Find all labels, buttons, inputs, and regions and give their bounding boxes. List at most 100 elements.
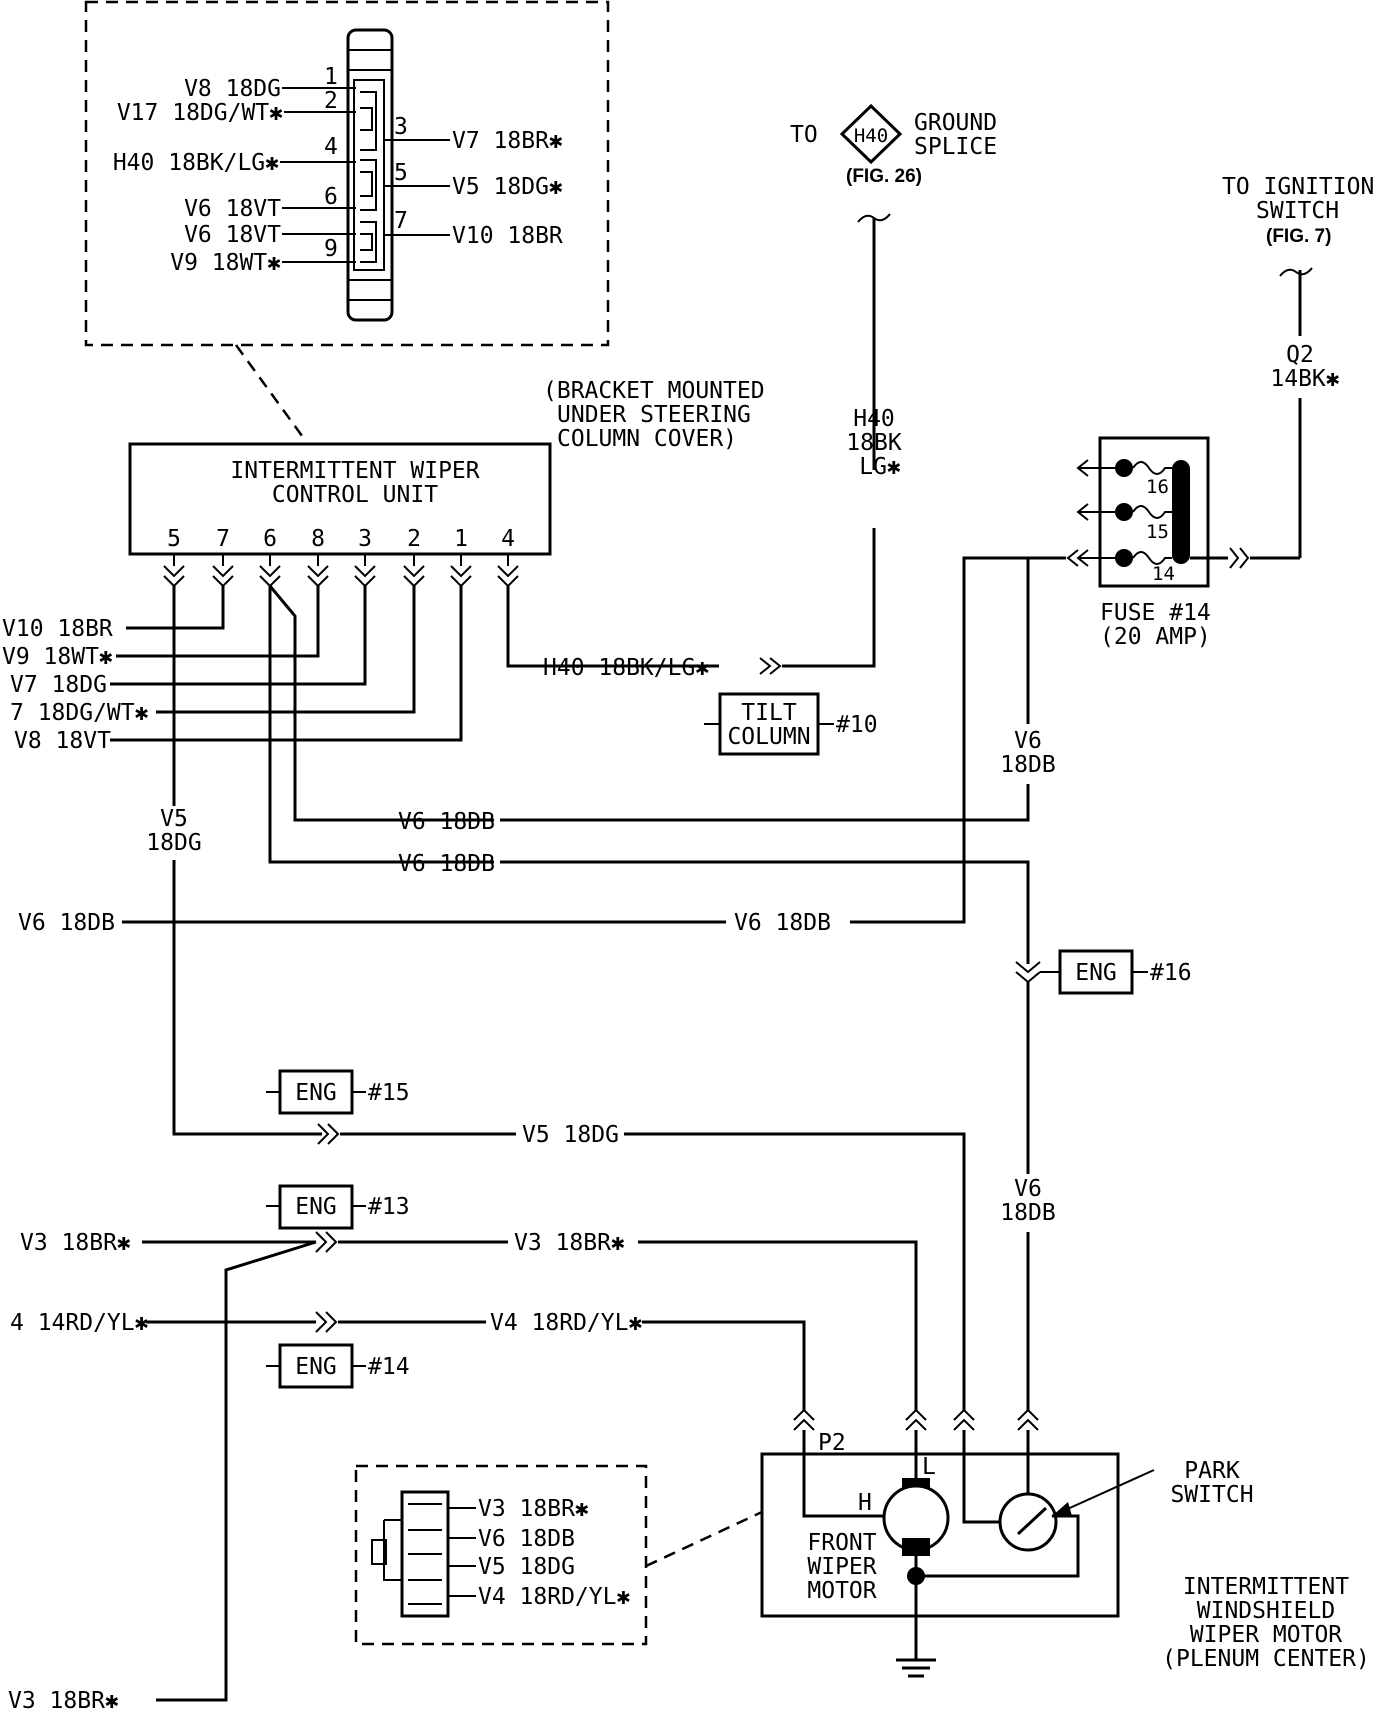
wire-h40-label-2: 18BK	[846, 430, 902, 456]
ground-splice-id: H40	[854, 125, 888, 147]
wire-v6-fuse-label-2: 18DB	[1000, 752, 1055, 778]
pin-label-5: V5 18DG✱	[452, 174, 563, 200]
wire-q2-label-2: 14BK✱	[1270, 366, 1339, 392]
cu-pin-3: 3	[358, 526, 372, 552]
motor-connector-leader	[645, 1510, 763, 1568]
pin-label-8: V6 18VT	[184, 222, 281, 248]
pin-label-7: V10 18BR	[452, 223, 563, 249]
eng16-ref: #16	[1150, 960, 1192, 986]
pin-label-4: H40 18BK/LG✱	[113, 150, 279, 176]
cu-pin-7: 7	[216, 526, 230, 552]
title-line-2: WINDSHIELD	[1197, 1598, 1335, 1624]
cu-pin-8: 8	[311, 526, 325, 552]
eng14-box	[278, 1343, 354, 1389]
motor-pin-v4: V4 18RD/YL✱	[478, 1584, 630, 1610]
wire-v8: V8 18VT	[14, 728, 111, 754]
motor-pin-v3: V3 18BR✱	[478, 1496, 589, 1522]
ignition-fig: (FIG. 7)	[1266, 226, 1331, 247]
wire-v6-right-label-1: V6	[1014, 1176, 1042, 1202]
cu-pin-6: 6	[263, 526, 277, 552]
connector-detail-frame	[84, 0, 610, 347]
title-line-3: WIPER MOTOR	[1190, 1622, 1342, 1648]
ground-line-1: GROUND	[914, 110, 997, 136]
bracket-note-line-1: (BRACKET MOUNTED	[543, 378, 765, 404]
eng13-ref: #13	[368, 1194, 410, 1220]
p2-label: P2	[818, 1430, 846, 1456]
tilt-line-1: TILT	[741, 700, 797, 726]
motor-h: H	[858, 1490, 872, 1516]
bracket-note-line-3: COLUMN COVER)	[557, 426, 737, 452]
ground-splice-diamond	[839, 103, 903, 165]
fuse-number-16: 16	[1146, 476, 1169, 498]
tilt-connector: TILT COLUMN #10	[704, 692, 878, 756]
motor-pin-v5: V5 18DG	[478, 1554, 575, 1580]
wire-h40-label-1: H40	[853, 406, 895, 432]
eng15-ref: #15	[368, 1080, 410, 1106]
ground-fig: (FIG. 26)	[846, 166, 922, 187]
wire-v3-center: V3 18BR✱	[514, 1230, 625, 1256]
eng13-box	[278, 1184, 354, 1230]
wire-v6-left: V6 18DB	[18, 910, 115, 936]
fuse-15-terminal	[1115, 503, 1133, 521]
connector-body	[346, 28, 394, 322]
motor-line-2: WIPER	[807, 1554, 876, 1580]
cu-terminals	[163, 554, 519, 588]
control-unit-title-2: CONTROL UNIT	[272, 482, 438, 508]
park-switch-arrow	[1052, 1502, 1072, 1516]
wire-v5-horizontal: V5 18DG	[522, 1122, 619, 1148]
ground-line-2: SPLICE	[914, 134, 997, 160]
eng14-connector: ENG #14	[266, 1343, 410, 1389]
motor-connector-detail: V3 18BR✱ V6 18DB V5 18DG V4 18RD/YL✱	[354, 1464, 763, 1646]
eng16-label: ENG	[1075, 960, 1117, 986]
pin-number-8: 9	[324, 236, 338, 262]
wire-v6-middle: V6 18DB	[398, 851, 495, 877]
pin-number-3: 3	[394, 114, 408, 140]
eng15-connector: ENG #15	[266, 1069, 410, 1115]
wire-v10: V10 18BR	[2, 616, 113, 642]
ground-ref: TO H40 GROUND SPLICE (FIG. 26)	[790, 103, 997, 187]
pin-number-2: 2	[324, 88, 338, 114]
pin-label-1: V8 18DG	[184, 76, 281, 102]
eng15-label: ENG	[295, 1080, 337, 1106]
park-switch-label-2: SWITCH	[1170, 1482, 1253, 1508]
fuse-number-15: 15	[1146, 521, 1169, 543]
ignition-line-1: TO IGNITION	[1222, 174, 1374, 200]
title-line-1: INTERMITTENT	[1183, 1574, 1349, 1600]
control-unit: INTERMITTENT WIPER CONTROL UNIT 5 7 6 8 …	[128, 442, 552, 556]
wiper-motor: H L FRONT WIPER MOTOR PARK SWITCH	[760, 1430, 1254, 1678]
wire-v6-upper: V6 18DB	[398, 809, 495, 835]
tilt-line-2: COLUMN	[727, 724, 810, 750]
fuse-14-terminal	[1115, 549, 1133, 567]
wire-v3-left: V3 18BR✱	[20, 1230, 131, 1256]
motor-terminals: P2	[793, 1408, 1039, 1456]
fuse-label-1: FUSE #14	[1100, 600, 1211, 626]
wire-h40-horizontal: H40 18BK/LG✱	[543, 655, 709, 681]
pin-label-9: V9 18WT✱	[170, 250, 281, 276]
ignition-line-2: SWITCH	[1256, 198, 1339, 224]
park-switch	[998, 1492, 1058, 1552]
title-line-4: (PLENUM CENTER)	[1162, 1646, 1370, 1672]
pin-number-7: 7	[394, 208, 408, 234]
fuse-16-terminal	[1115, 459, 1133, 477]
pin-label-6: V6 18VT	[184, 196, 281, 222]
wire-v3-bottom: V3 18BR✱	[8, 1688, 119, 1712]
wire-v4-center: V4 18RD/YL✱	[490, 1310, 642, 1336]
fuse-block: 16 15 14 FUSE #14 (20 AMP)	[1066, 436, 1228, 650]
motor-line-1: FRONT	[807, 1530, 876, 1556]
control-unit-title-1: INTERMITTENT WIPER	[230, 458, 479, 484]
pin-label-3: V7 18BR✱	[452, 128, 563, 154]
wire-v5-vertical-label-1: V5	[160, 806, 188, 832]
wire-q2-label-1: Q2	[1286, 342, 1314, 368]
cu-wires	[110, 585, 719, 1136]
cu-pin-1: 1	[454, 526, 468, 552]
cu-pin-5: 5	[167, 526, 181, 552]
tilt-ref: #10	[836, 712, 878, 738]
wire-v7: V7 18DG	[10, 672, 107, 698]
connector-detail: 1 V8 18DG 2 V17 18DG/WT✱ 3 V7 18BR✱ 4 H4…	[84, 0, 610, 347]
title-block: INTERMITTENT WINDSHIELD WIPER MOTOR (PLE…	[1162, 1574, 1370, 1672]
pin-number-4: 4	[324, 134, 338, 160]
bracket-note: (BRACKET MOUNTED UNDER STEERING COLUMN C…	[543, 378, 765, 452]
eng13-label: ENG	[295, 1194, 337, 1220]
motor-pin-v6: V6 18DB	[478, 1526, 575, 1552]
